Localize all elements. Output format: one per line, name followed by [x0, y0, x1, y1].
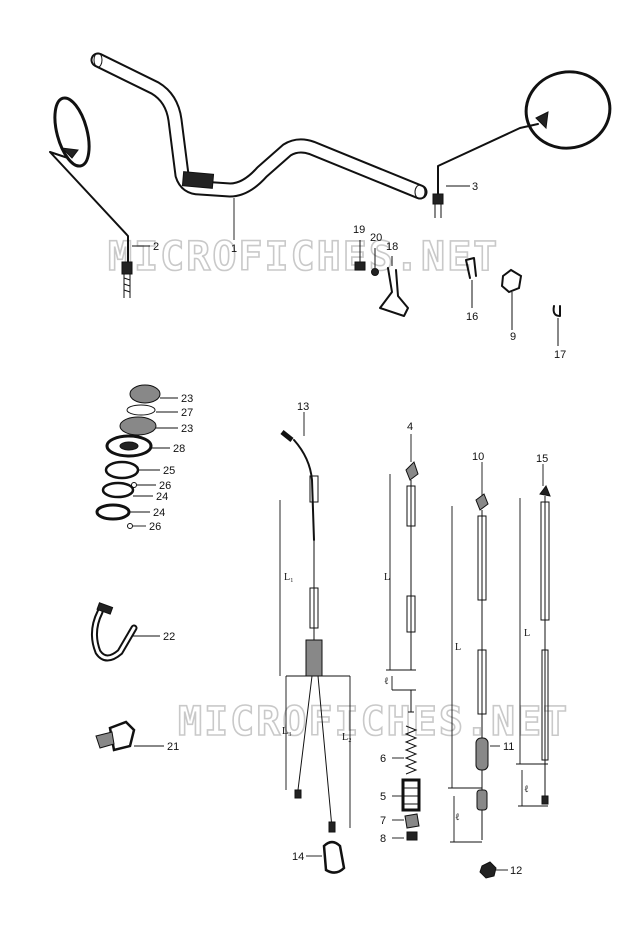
callout-1: 1: [231, 243, 237, 255]
callout-19: 19: [353, 224, 365, 236]
throttle-cable-part-13: [279, 430, 351, 833]
callout-18: 18: [386, 241, 398, 253]
callout-22: 22: [163, 631, 175, 643]
washer-stack: [95, 384, 161, 529]
left-mirror-part-2: [49, 96, 133, 298]
callout-27: 27: [181, 407, 193, 419]
adjuster-part-5: [401, 778, 421, 812]
clip-part-17: [552, 305, 561, 346]
wire-part-22: [91, 602, 138, 662]
screw-part-19: [354, 240, 366, 271]
spring-part-6: [404, 725, 418, 775]
key-part-21: [95, 720, 136, 752]
callout-11: 11: [503, 741, 514, 753]
callout-14: 14: [292, 851, 304, 863]
cap-part-14: [322, 840, 346, 874]
watermark-top: MICROFICHES.NET: [108, 234, 499, 280]
bracket-part-18: [379, 256, 409, 317]
washer-part-20: [371, 248, 379, 276]
clip-part-16: [465, 257, 477, 308]
dim-l2: L₂: [342, 732, 352, 743]
nut-part-12: [479, 861, 497, 879]
dim-l-cable15-end: ℓ: [524, 784, 529, 795]
right-mirror-part-3: [432, 70, 612, 218]
dim-l3: L₃: [282, 726, 292, 737]
nut-part-9: [500, 268, 523, 330]
callout-23b: 23: [181, 423, 193, 435]
callout-6: 6: [380, 753, 386, 765]
dim-l-cable10: L: [455, 642, 461, 653]
dim-l1: L₁: [284, 572, 294, 583]
callout-26b: 26: [149, 521, 161, 533]
callout-4: 4: [407, 421, 413, 433]
callout-23a: 23: [181, 393, 193, 405]
callout-16: 16: [466, 311, 478, 323]
cable-part-4: [386, 461, 419, 713]
dim-l-cable4: L: [384, 572, 390, 583]
dim-l-cable15: L: [524, 628, 530, 639]
callout-24a: 24: [156, 491, 168, 503]
nut-part-7: [404, 813, 420, 829]
dim-l-cable10-end: ℓ: [455, 812, 460, 823]
callout-5: 5: [380, 791, 386, 803]
callout-20: 20: [370, 232, 382, 244]
callout-9: 9: [510, 331, 516, 343]
end-part-8: [406, 831, 418, 841]
callout-17: 17: [554, 349, 566, 361]
callout-8: 8: [380, 833, 386, 845]
watermark-bottom: MICROFICHES.NET: [178, 699, 569, 745]
callout-10: 10: [472, 451, 484, 463]
cable-part-10: [448, 493, 489, 843]
callout-3: 3: [472, 181, 478, 193]
handlebar-part-1: [90, 52, 428, 200]
callout-12: 12: [510, 865, 522, 877]
callout-21: 21: [167, 741, 179, 753]
dim-l-cable4-end: ℓ: [384, 676, 389, 687]
callout-25: 25: [163, 465, 175, 477]
callout-15: 15: [536, 453, 548, 465]
callout-13: 13: [297, 401, 309, 413]
callout-28: 28: [173, 443, 185, 455]
cable-part-15: [516, 484, 551, 807]
callout-26a: 26: [159, 480, 171, 492]
callout-2: 2: [153, 241, 159, 253]
callout-24b: 24: [153, 507, 165, 519]
callout-7: 7: [380, 815, 386, 827]
